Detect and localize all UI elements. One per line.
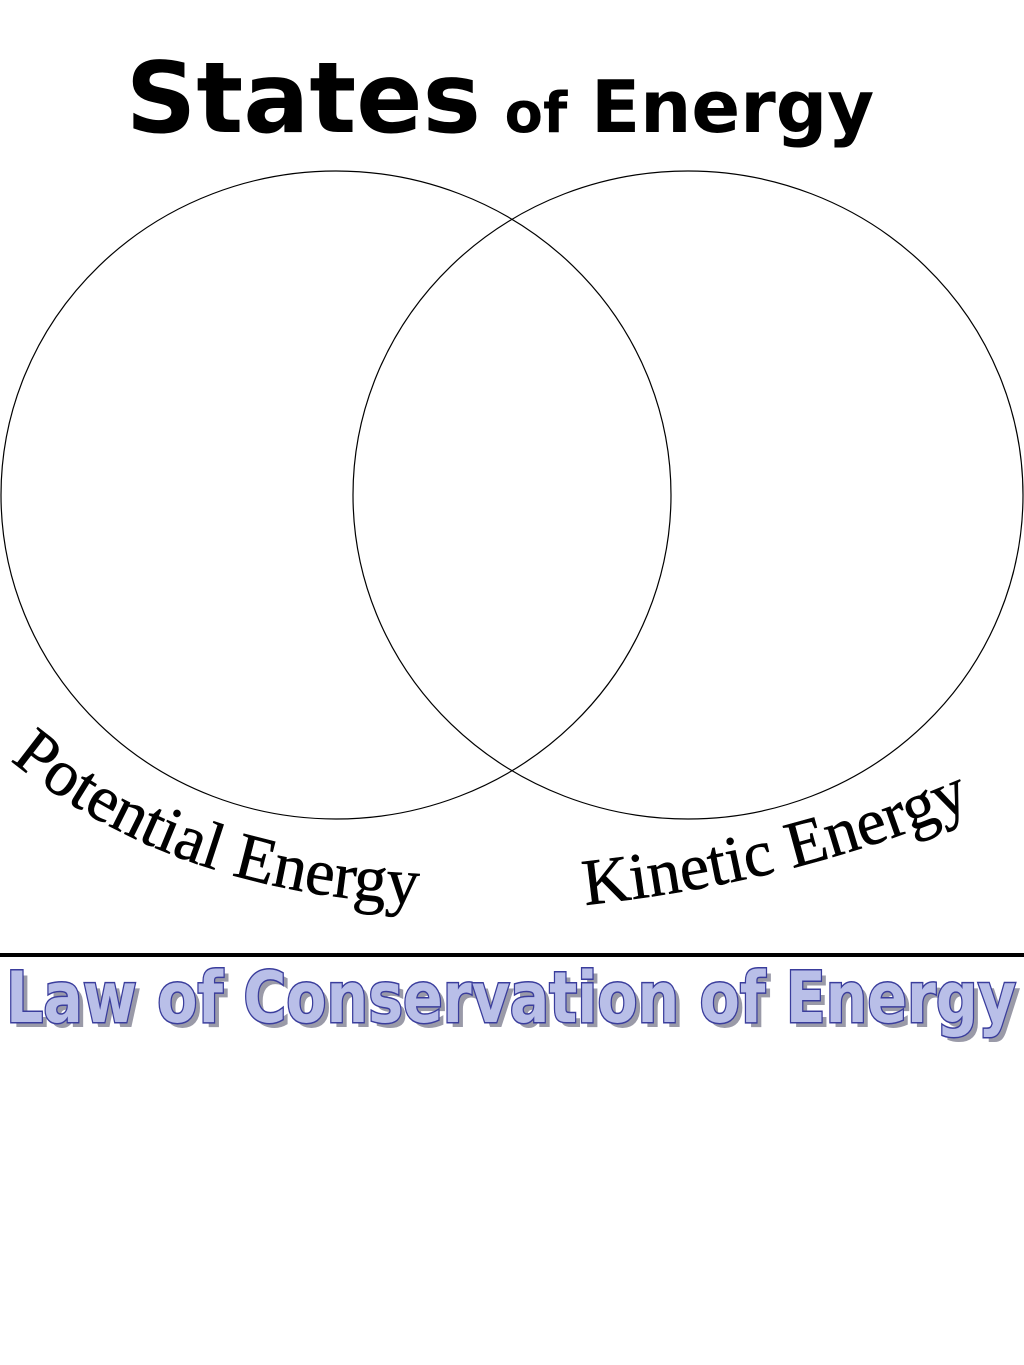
- title-word-states: States: [126, 42, 481, 156]
- title-word-of: of: [505, 81, 568, 146]
- potential-energy-circle: [0, 170, 672, 820]
- kinetic-energy-circle: [352, 170, 1024, 820]
- kinetic-energy-label: Kinetic Energy: [578, 754, 977, 920]
- title-word-energy: Energy: [591, 65, 874, 149]
- diagram-title: States of Energy: [126, 42, 874, 156]
- law-text-shadow: Law of Conservation of Energy: [11, 962, 1021, 1044]
- law-of-conservation-text: Law of Conservation of Energy: [6, 957, 1016, 1039]
- potential-energy-label: Potential Energy: [1, 714, 422, 919]
